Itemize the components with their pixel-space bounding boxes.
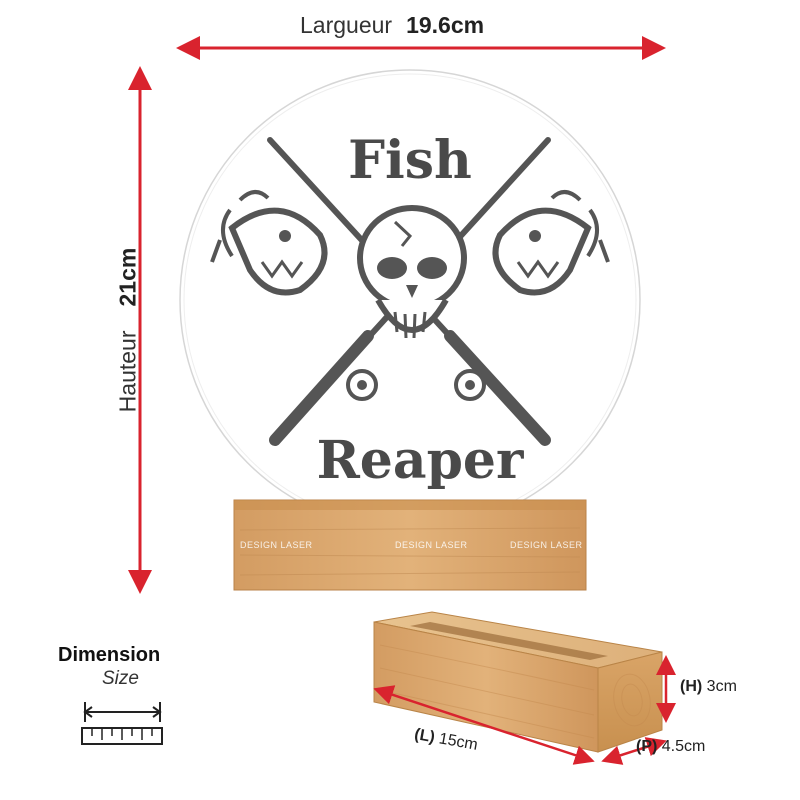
width-name: Largueur — [300, 12, 393, 38]
fish-icon — [210, 190, 328, 296]
height-value: 21cm — [114, 247, 141, 307]
height-label: Hauteur 21cm — [115, 248, 142, 413]
height-name: Hauteur — [114, 330, 141, 413]
watermark-text: DESIGN LASER — [510, 540, 583, 550]
watermark-text: DESIGN LASER — [240, 540, 313, 550]
width-value: 19.6cm — [406, 12, 485, 38]
legend-subtitle: Size — [102, 668, 139, 689]
base-depth-label: (P) 4.5cm — [636, 738, 705, 756]
skull-icon — [357, 205, 467, 339]
plaque-title-line1: Fish — [348, 130, 472, 191]
ruler-icon — [81, 702, 163, 745]
base-height-value: 3cm — [706, 678, 737, 695]
plaque-title-line2: Reaper — [317, 430, 524, 491]
fishing-rod-icon — [267, 137, 551, 446]
base-length-key: (L) — [413, 726, 437, 747]
width-label: Largueur 19.6cm — [300, 12, 484, 39]
base-depth-key: (P) — [636, 738, 658, 755]
legend-title: Dimension — [58, 644, 161, 666]
base-height-key: (H) — [680, 678, 703, 695]
base-depth-value: 4.5cm — [661, 738, 706, 755]
watermark-text: DESIGN LASER — [395, 540, 468, 550]
fish-icon — [492, 190, 610, 296]
base-height-label: (H) 3cm — [680, 678, 737, 696]
wooden-stand: DESIGN LASER DESIGN LASER DESIGN LASER — [233, 499, 587, 591]
base-length-arrow — [373, 685, 595, 765]
base-depth-arrow — [601, 737, 667, 765]
